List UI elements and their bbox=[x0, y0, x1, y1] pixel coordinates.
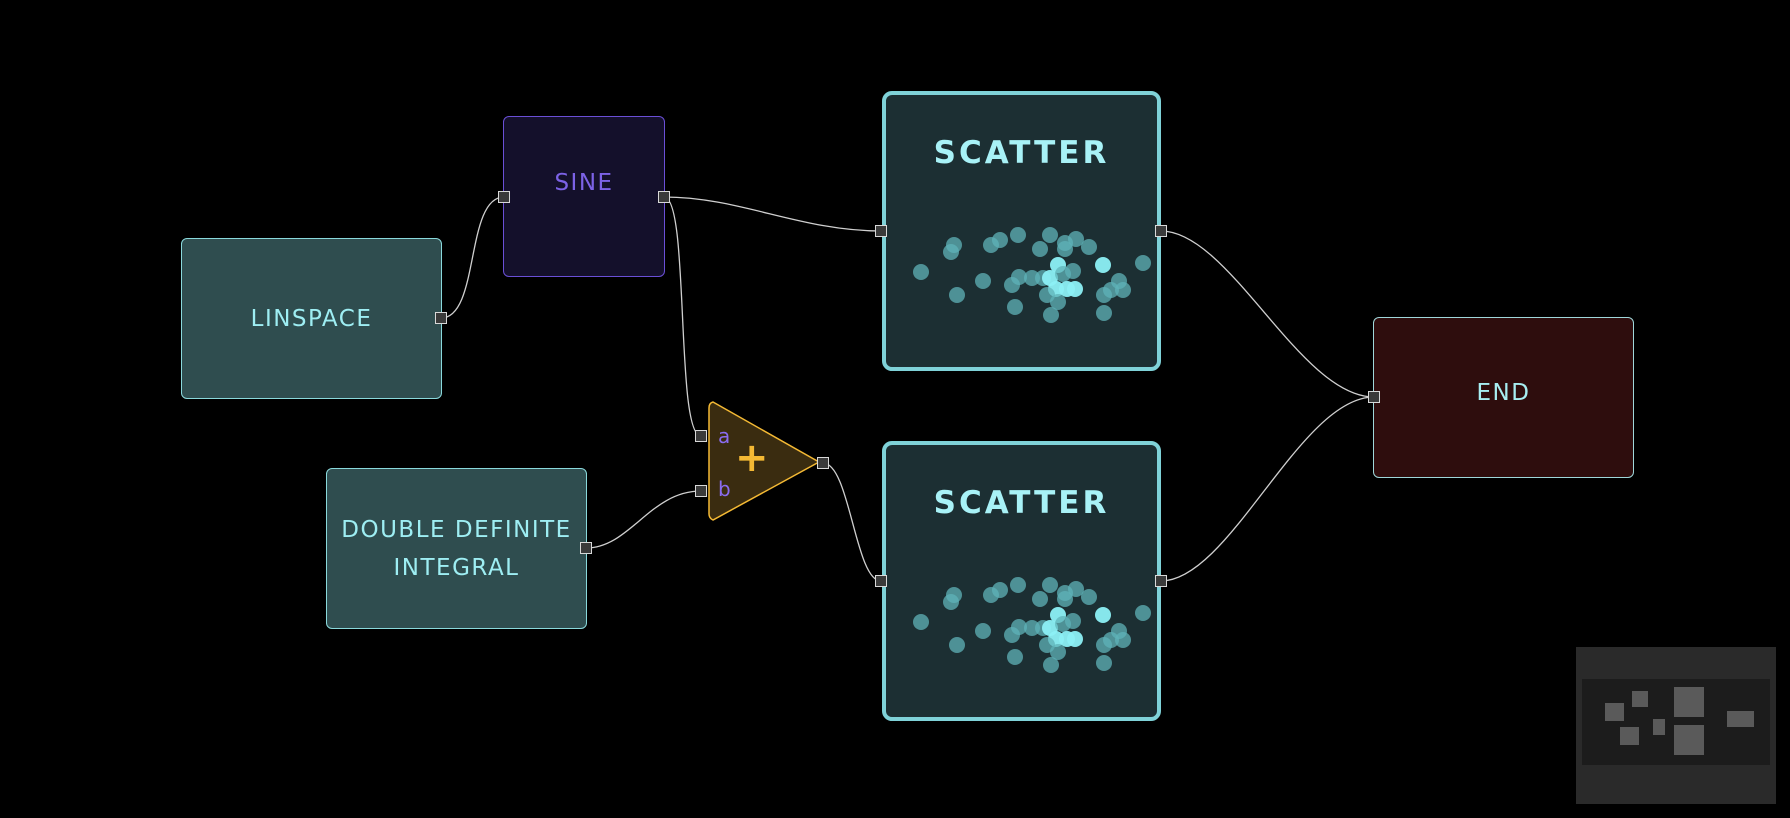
sine-output-port[interactable] bbox=[658, 191, 670, 203]
scatter-preview-dot bbox=[1081, 589, 1097, 605]
scatter-preview-dot bbox=[1011, 619, 1027, 635]
scatter-preview-dot bbox=[1050, 644, 1066, 660]
scatter-preview-dot bbox=[975, 273, 991, 289]
scatter-top-label: SCATTER bbox=[933, 135, 1110, 171]
scatter-preview-dot bbox=[943, 594, 959, 610]
scatter-preview-dot bbox=[913, 264, 929, 280]
scatter-preview-dot bbox=[1043, 307, 1059, 323]
wire-scatter-bottom-to-end bbox=[1160, 396, 1375, 582]
add-node[interactable] bbox=[708, 398, 822, 522]
scatter-preview-dot bbox=[1081, 239, 1097, 255]
scatter-preview-dot bbox=[1095, 607, 1111, 623]
add-input-a-port[interactable] bbox=[695, 430, 707, 442]
end-input-port[interactable] bbox=[1368, 391, 1380, 403]
wire-sine-to-scatter-top bbox=[663, 196, 882, 232]
linspace-label: LINSPACE bbox=[250, 305, 373, 332]
scatter-preview-dot bbox=[1032, 241, 1048, 257]
scatter-preview-dot bbox=[1135, 255, 1151, 271]
scatter-preview-dot bbox=[949, 637, 965, 653]
scatter-bottom-output-port[interactable] bbox=[1155, 575, 1167, 587]
scatter-preview-dot bbox=[1065, 613, 1081, 629]
scatter-bottom-input-port[interactable] bbox=[875, 575, 887, 587]
scatter-preview-dot bbox=[1007, 299, 1023, 315]
scatter-preview-dot bbox=[1135, 605, 1151, 621]
wire-integral-to-add-b bbox=[585, 490, 702, 549]
scatter-node-top[interactable]: SCATTER bbox=[882, 91, 1161, 371]
scatter-preview-dot bbox=[949, 287, 965, 303]
scatter-preview-dot bbox=[1050, 294, 1066, 310]
scatter-preview-dot bbox=[1057, 585, 1073, 601]
wire-scatter-top-to-end bbox=[1160, 230, 1375, 398]
scatter-preview-dot bbox=[913, 614, 929, 630]
plus-icon: + bbox=[735, 435, 769, 481]
sine-node[interactable]: SINE bbox=[503, 116, 665, 277]
wire-sine-to-add-a bbox=[663, 196, 702, 437]
scatter-preview-dot bbox=[975, 623, 991, 639]
linspace-output-port[interactable] bbox=[435, 312, 447, 324]
scatter-preview-dot bbox=[1011, 269, 1027, 285]
scatter-preview-dot bbox=[1067, 631, 1083, 647]
scatter-preview-dot bbox=[1010, 577, 1026, 593]
scatter-preview-dot bbox=[992, 232, 1008, 248]
scatter-preview-dot bbox=[1042, 577, 1058, 593]
end-label: END bbox=[1476, 379, 1531, 406]
scatter-preview-dot bbox=[1096, 655, 1112, 671]
minimap-node-scatter-bottom bbox=[1674, 725, 1704, 755]
double-integral-label-line1: DOUBLE DEFINITE bbox=[341, 516, 572, 543]
scatter-preview-dot bbox=[1032, 591, 1048, 607]
add-output-port[interactable] bbox=[817, 457, 829, 469]
sine-input-port[interactable] bbox=[498, 191, 510, 203]
wire-linspace-to-sine bbox=[440, 196, 505, 319]
scatter-bottom-preview bbox=[913, 577, 1151, 673]
scatter-preview-dot bbox=[1024, 620, 1040, 636]
scatter-preview-dot bbox=[1095, 257, 1111, 273]
scatter-preview-dot bbox=[1096, 305, 1112, 321]
add-input-b-label: b bbox=[718, 477, 731, 501]
scatter-node-bottom[interactable]: SCATTER bbox=[882, 441, 1161, 721]
scatter-preview-dot bbox=[1103, 282, 1119, 298]
scatter-preview-dot bbox=[1057, 235, 1073, 251]
add-input-a-label: a bbox=[718, 424, 731, 448]
add-input-b-port[interactable] bbox=[695, 485, 707, 497]
wire-add-to-scatter-bottom bbox=[822, 462, 882, 582]
minimap-node-sine bbox=[1632, 691, 1648, 707]
end-node[interactable]: END bbox=[1373, 317, 1634, 478]
double-definite-integral-node[interactable]: DOUBLE DEFINITE INTEGRAL bbox=[326, 468, 587, 629]
scatter-preview-dot bbox=[1115, 632, 1131, 648]
scatter-preview-dot bbox=[992, 582, 1008, 598]
minimap[interactable] bbox=[1576, 647, 1776, 804]
scatter-preview-dot bbox=[1115, 282, 1131, 298]
minimap-node-linspace bbox=[1605, 703, 1624, 721]
minimap-node-scatter-top bbox=[1674, 687, 1704, 717]
scatter-top-preview bbox=[913, 227, 1151, 323]
minimap-node-integral bbox=[1620, 727, 1639, 745]
scatter-top-output-port[interactable] bbox=[1155, 225, 1167, 237]
sine-label: SINE bbox=[554, 169, 614, 196]
scatter-preview-dot bbox=[1103, 632, 1119, 648]
scatter-preview-dot bbox=[1065, 263, 1081, 279]
scatter-top-input-port[interactable] bbox=[875, 225, 887, 237]
scatter-preview-dot bbox=[1043, 657, 1059, 673]
minimap-node-add bbox=[1653, 719, 1665, 735]
scatter-bottom-label: SCATTER bbox=[933, 485, 1110, 521]
scatter-preview-dot bbox=[1007, 649, 1023, 665]
linspace-node[interactable]: LINSPACE bbox=[181, 238, 442, 399]
scatter-preview-dot bbox=[1024, 270, 1040, 286]
minimap-node-end bbox=[1727, 711, 1754, 727]
scatter-preview-dot bbox=[1042, 227, 1058, 243]
scatter-preview-dot bbox=[1010, 227, 1026, 243]
scatter-preview-dot bbox=[1067, 281, 1083, 297]
double-integral-label-line2: INTEGRAL bbox=[393, 554, 520, 581]
scatter-preview-dot bbox=[943, 244, 959, 260]
double-integral-output-port[interactable] bbox=[580, 542, 592, 554]
